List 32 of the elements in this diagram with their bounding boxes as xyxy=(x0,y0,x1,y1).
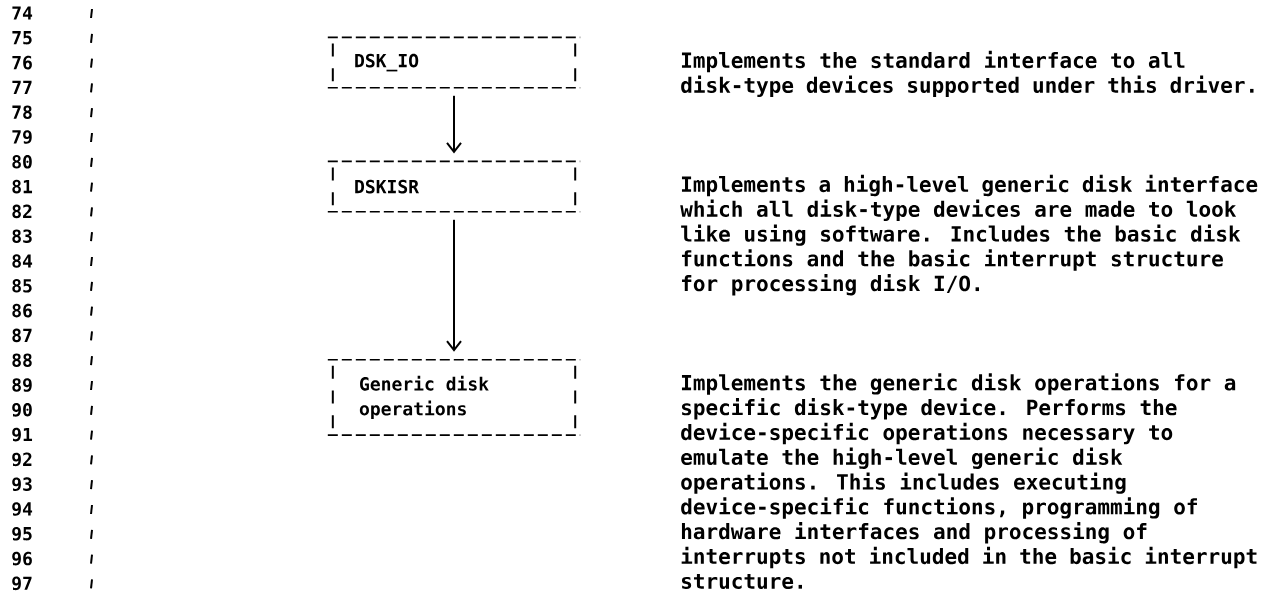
line-number: 85 xyxy=(12,279,32,293)
description-text: Implements the standard interface to all disk-type devices supported under this driver. xyxy=(681,50,1254,98)
line-number: 83 xyxy=(12,229,32,243)
process-box: Generic disk operations xyxy=(327,358,581,436)
arrow xyxy=(446,94,462,154)
process-box: DSKISR xyxy=(327,160,581,213)
line-number: 74 xyxy=(12,6,33,20)
line-number: 92 xyxy=(12,452,32,467)
line-number: 89 xyxy=(12,378,32,392)
description-text: Implements a high-level generic disk interface which all disk-type devices are made to look like using software. Includes the basic disk functions and the basic interrupt structure for processing disk I/O. xyxy=(680,174,1258,296)
line-number: 90 xyxy=(12,402,32,417)
line-number: 96 xyxy=(12,551,32,566)
line-number: 82 xyxy=(12,204,32,219)
line-number: 88 xyxy=(12,353,32,367)
description-text: Implements the generic disk operations for a specific disk-type device. Performs the device-specific operations necessary to emulate the high-level generic disk operations. This includes executing device-specific functions, programming of hardware interfaces and processing of interrupts not included in the basic interrupt structure. xyxy=(681,373,1257,589)
line-number: 94 xyxy=(12,502,33,516)
line-number: 93 xyxy=(12,477,32,492)
line-number: 91 xyxy=(12,427,32,442)
line-number: 97 xyxy=(12,576,32,591)
line-number: 75 xyxy=(12,31,32,45)
line-number: 84 xyxy=(12,254,33,268)
line-number: 87 xyxy=(12,328,32,343)
arrow xyxy=(446,218,462,352)
line-number: 79 xyxy=(12,130,32,144)
line-number: 95 xyxy=(12,527,32,541)
line-number: 77 xyxy=(12,80,32,94)
line-number: 80 xyxy=(12,155,32,169)
line-number: 78 xyxy=(12,105,32,119)
line-number: 81 xyxy=(12,179,32,194)
line-number: 86 xyxy=(12,303,32,318)
process-box: DSK_IO xyxy=(327,36,581,89)
line-number: 76 xyxy=(12,55,32,70)
